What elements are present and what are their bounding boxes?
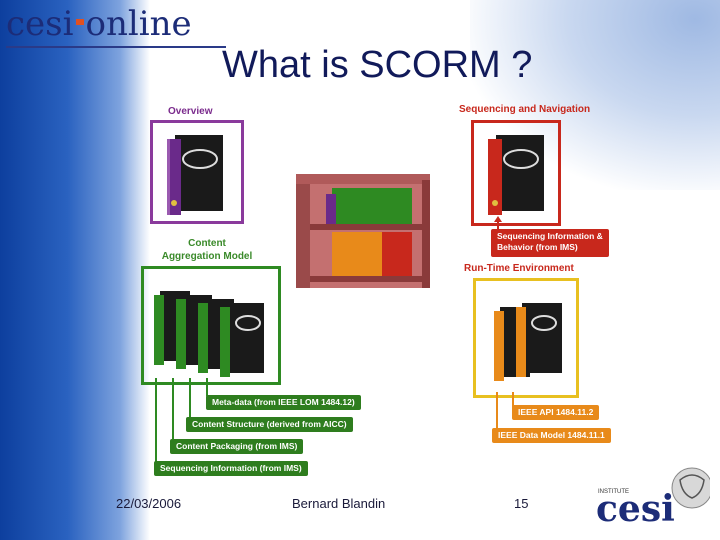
seq-arrow-line xyxy=(497,222,499,230)
runtime-binders-icon xyxy=(494,303,562,381)
green-tag-content-packaging: Content Packaging (from IMS) xyxy=(170,439,304,454)
runtime-label: Run-Time Environment xyxy=(464,263,574,274)
cesi-institute-logo xyxy=(671,467,710,509)
logo-dash xyxy=(75,19,84,25)
orange-tag-ieee-data-model: IEEE Data Model 1484.11.1 xyxy=(492,428,611,443)
cesi-logo-small-text: INSTITUTE xyxy=(598,489,629,495)
sequencing-nav-label: Sequencing and Navigation xyxy=(459,104,591,115)
logo-underline xyxy=(6,46,226,48)
logo-text-right: online xyxy=(85,4,192,44)
slide-title: What is SCORM ? xyxy=(222,44,533,86)
green-tag-meta-data: Meta-data (from IEEE LOM 1484.12) xyxy=(206,395,361,410)
content-label-1: Content xyxy=(188,238,226,249)
footer-page-number: 15 xyxy=(514,496,529,511)
seq-info-tag-line2: Behavior (from IMS) xyxy=(497,242,578,252)
overview-box xyxy=(150,120,244,224)
seq-arrowhead xyxy=(494,216,502,222)
green-arrow-line-3 xyxy=(189,378,191,418)
orange-tag-ieee-api: IEEE API 1484.11.2 xyxy=(512,405,600,420)
logo-text-left: cesi xyxy=(6,4,74,44)
content-binders-icon xyxy=(154,291,264,377)
green-arrow-line-1 xyxy=(155,378,157,462)
content-aggregation-box xyxy=(141,266,281,385)
green-tag-sequencing-info: Sequencing Information (from IMS) xyxy=(154,461,308,476)
seq-info-tag-line1: Sequencing Information & xyxy=(497,231,603,241)
left-gradient-sidebar xyxy=(0,0,150,540)
runtime-box xyxy=(473,278,579,398)
cesi-logo-text: cesi xyxy=(596,488,675,530)
green-arrow-line-2 xyxy=(172,378,174,440)
bookshelf-icon xyxy=(296,174,430,288)
orange-arrow-line-1 xyxy=(496,392,498,436)
footer-date: 22/03/2006 xyxy=(116,496,182,511)
content-label-2: Aggregation Model xyxy=(161,251,253,262)
overview-label: Overview xyxy=(168,106,213,117)
overview-binder-icon xyxy=(167,135,223,215)
sequencing-box xyxy=(471,120,561,226)
seq-info-tag: Sequencing Information & Behavior (from … xyxy=(491,229,609,257)
cesi-online-logo: cesi online xyxy=(6,4,226,48)
green-tag-content-structure: Content Structure (derived from AICC) xyxy=(186,417,353,432)
sequencing-binder-icon xyxy=(488,135,544,215)
green-arrow-line-4 xyxy=(206,378,208,396)
orange-arrow-line-2 xyxy=(512,392,514,412)
footer-author: Bernard Blandin xyxy=(292,496,386,511)
